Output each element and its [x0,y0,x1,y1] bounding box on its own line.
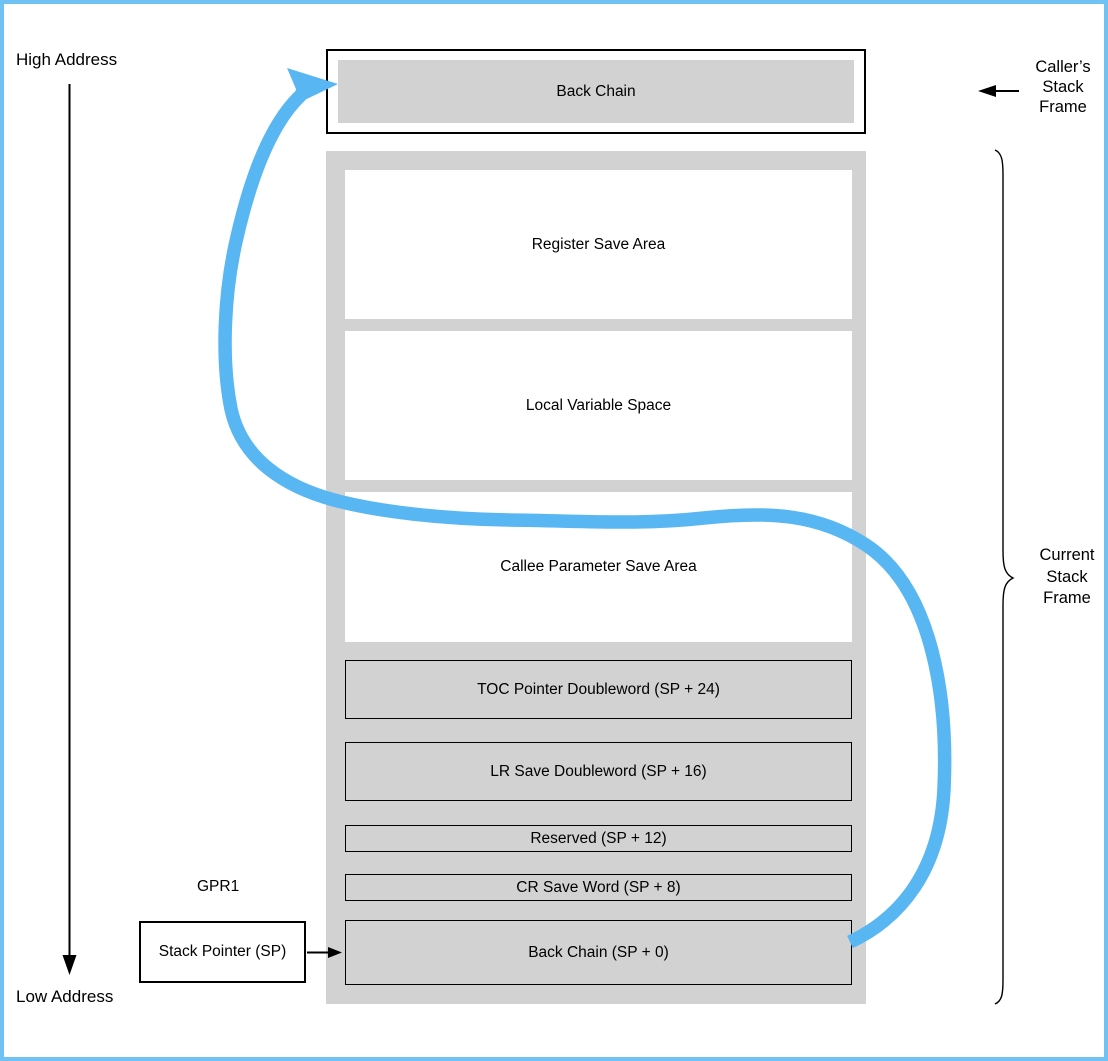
current-frame-brace [994,149,1015,1005]
caller-back-chain-cell: Back Chain [338,60,854,123]
reserved-box: Reserved (SP + 12) [345,825,852,852]
local-variable-space-box: Local Variable Space [345,331,852,480]
caller-frame-arrow [978,85,1019,97]
cr-save-word-box: CR Save Word (SP + 8) [345,874,852,901]
gpr1-label: GPR1 [197,878,240,895]
current-stack-frame-line3: Frame [1043,589,1091,607]
low-address-label: Low Address [16,987,114,1006]
register-save-area-box: Register Save Area [345,170,852,319]
back-chain-sp0-box: Back Chain (SP + 0) [345,920,852,985]
callers-stack-frame-line2: Stack [1042,78,1084,96]
high-address-label: High Address [16,50,118,69]
address-direction-arrow [62,84,77,975]
toc-pointer-doubleword-box: TOC Pointer Doubleword (SP + 24) [345,660,852,719]
current-stack-frame-line1: Current [1039,546,1095,564]
stack-pointer-box: Stack Pointer (SP) [139,921,306,983]
callers-stack-frame-line1: Caller’s [1035,58,1091,76]
callee-parameter-save-area-box: Callee Parameter Save Area [345,492,852,642]
callers-stack-frame-line3: Frame [1039,98,1087,116]
caller-frame-box: Back Chain [326,49,866,134]
callers-stack-frame-label: Caller’s Stack Frame [1017,57,1104,117]
current-stack-frame-line2: Stack [1046,567,1088,586]
current-stack-frame-label: Current Stack Frame [1021,545,1104,610]
lr-save-doubleword-box: LR Save Doubleword (SP + 16) [345,742,852,801]
